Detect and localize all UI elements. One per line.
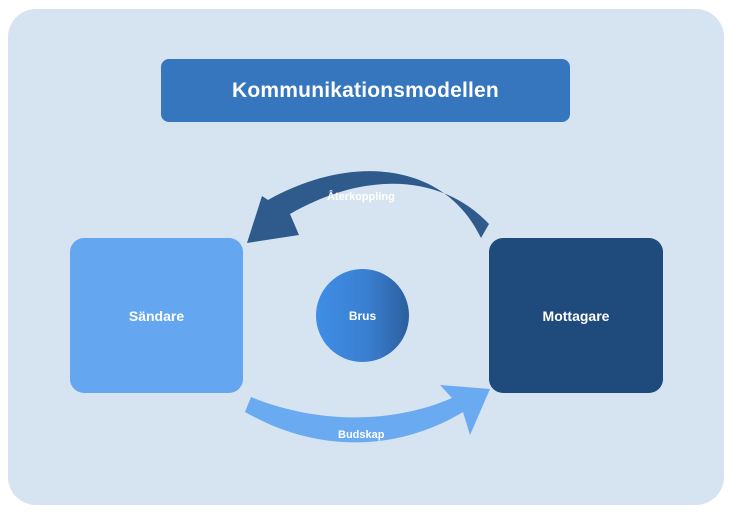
message-arrow [245,385,490,443]
noise-circle: Brus [316,269,409,362]
feedback-label: Återkoppling [327,191,395,203]
noise-label: Brus [348,308,377,323]
diagram-title: Kommunikationsmodellen [161,59,570,122]
diagram-title-text: Kommunikationsmodellen [232,78,499,102]
sender-label: Sändare [128,307,185,324]
feedback-arrow [247,171,489,243]
receiver-box: Mottagare [489,238,663,393]
receiver-label: Mottagare [542,307,610,324]
message-label: Budskap [338,429,385,441]
sender-box: Sändare [70,238,243,393]
